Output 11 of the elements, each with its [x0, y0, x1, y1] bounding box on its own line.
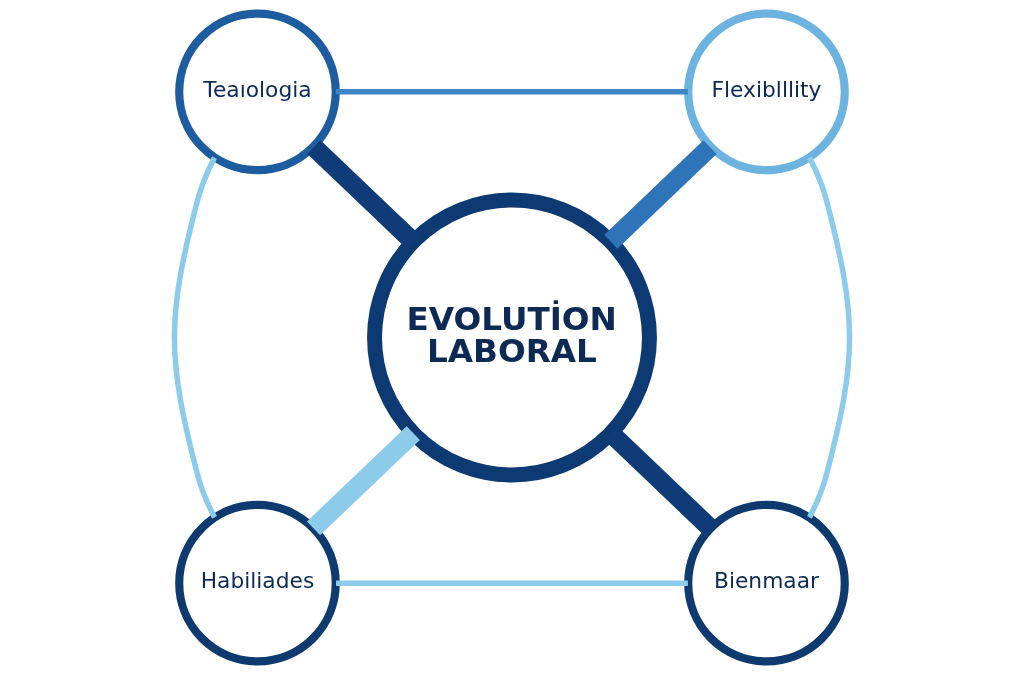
node-circle: Flexiblllity: [684, 9, 849, 175]
connector: [604, 140, 717, 249]
connector: [336, 89, 688, 95]
connector: [807, 156, 853, 519]
node-circle: EVOLUTİON LABORAL: [367, 192, 657, 483]
connector: [306, 426, 420, 536]
node-circle: Teaıologia: [175, 9, 340, 175]
node-circle: Habiliades: [175, 500, 340, 666]
connector: [171, 156, 217, 519]
connector: [336, 580, 688, 586]
node-circle: Bienmaar: [684, 500, 849, 666]
